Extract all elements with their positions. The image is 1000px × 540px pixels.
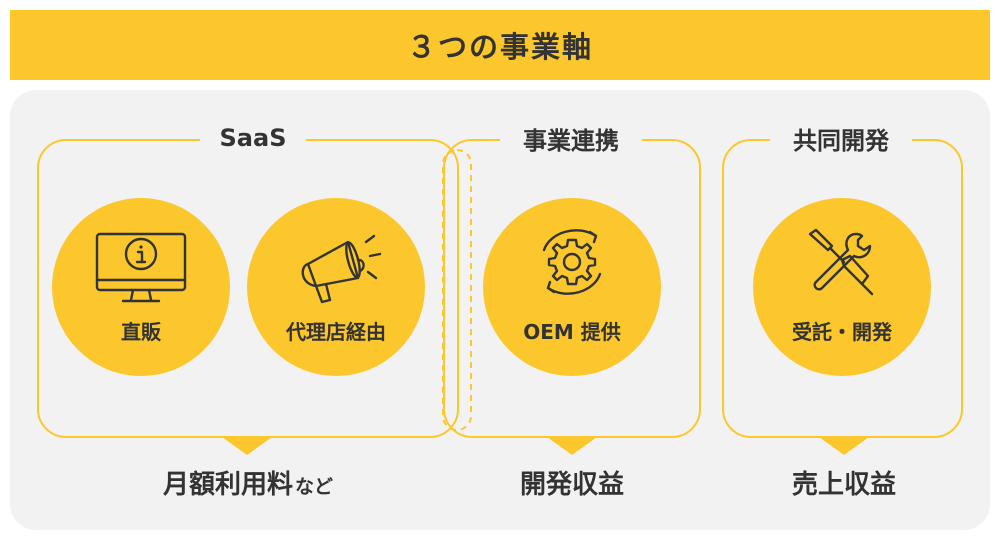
page-title: ３つの事業軸 [10, 10, 990, 80]
item-label: 代理店経由 [286, 320, 386, 344]
revenue-development: 開発収益 [490, 464, 654, 504]
partnership-pointer [547, 437, 597, 455]
group-label-joint-dev: 共同開発 [770, 120, 912, 156]
item-label: OEM 提供 [523, 320, 621, 344]
item-agency: 代理店経由 [247, 198, 425, 376]
gear-cycle-icon [542, 229, 602, 295]
saas-pointer [222, 437, 272, 455]
revenue-main: 売上収益 [791, 470, 896, 500]
revenue-subscription: 月額利用料 など [130, 464, 366, 504]
group-label-partnership: 事業連携 [500, 120, 642, 156]
revenue-sales: 売上収益 [762, 464, 926, 504]
revenue-main: 開発収益 [519, 470, 624, 500]
revenue-main: 月額利用料 [162, 470, 293, 500]
overlap-marker [442, 149, 472, 431]
megaphone-icon [301, 234, 382, 304]
monitor-info-icon [95, 232, 187, 303]
item-oem: OEM 提供 [483, 198, 661, 376]
item-label: 直販 [121, 320, 161, 344]
group-label-saas: SaaS [200, 120, 306, 156]
item-direct-sales: 直販 [52, 198, 230, 376]
joint-dev-pointer [819, 437, 869, 455]
revenue-suffix: など [295, 476, 334, 498]
wrench-screwdriver-icon [808, 228, 874, 296]
item-contract-dev: 受託・開発 [753, 198, 931, 376]
item-label: 受託・開発 [792, 320, 892, 344]
